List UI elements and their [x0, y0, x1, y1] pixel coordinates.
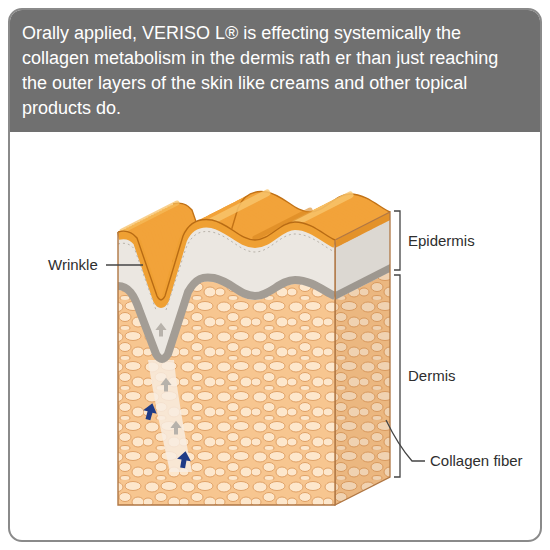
wrinkle-leader	[106, 264, 143, 265]
epidermis-bracket	[394, 211, 400, 270]
epidermis-layer	[118, 220, 335, 363]
dermis-bracket	[394, 275, 400, 477]
brackets	[106, 211, 425, 477]
blue-arrows	[141, 401, 192, 469]
layer-label: Epidermis	[408, 232, 475, 250]
skin-side-face	[335, 212, 390, 505]
stratum-corneum	[118, 224, 335, 304]
layer-label: Dermis	[408, 367, 456, 385]
part-label: Collagen fiber	[430, 452, 523, 470]
skin-front-face	[118, 220, 335, 505]
wrinkle-channel	[148, 360, 192, 472]
part-label: Wrinkle	[48, 256, 98, 274]
grey-arrows	[155, 323, 181, 435]
collagen-leader	[386, 420, 425, 461]
header-text: Orally applied, VERISO L® is effecting s…	[22, 21, 524, 121]
